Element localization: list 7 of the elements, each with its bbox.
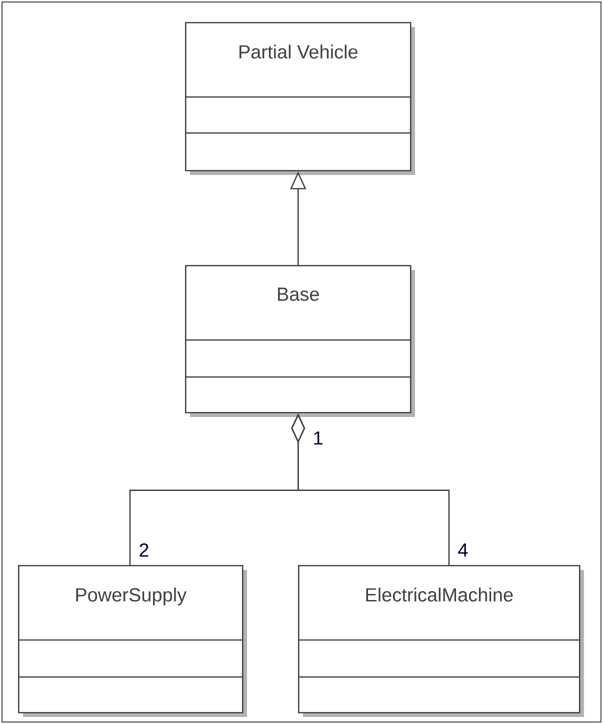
multiplicity-label: 4 (456, 542, 470, 558)
class-box: Base (185, 265, 415, 417)
multiplicity-label: 2 (138, 542, 150, 558)
class-box: ElectricalMachine (298, 565, 584, 717)
class-box: PowerSupply (18, 565, 247, 717)
multiplicity-label: 1 (314, 431, 322, 445)
class-box: Partial Vehicle (185, 22, 415, 175)
